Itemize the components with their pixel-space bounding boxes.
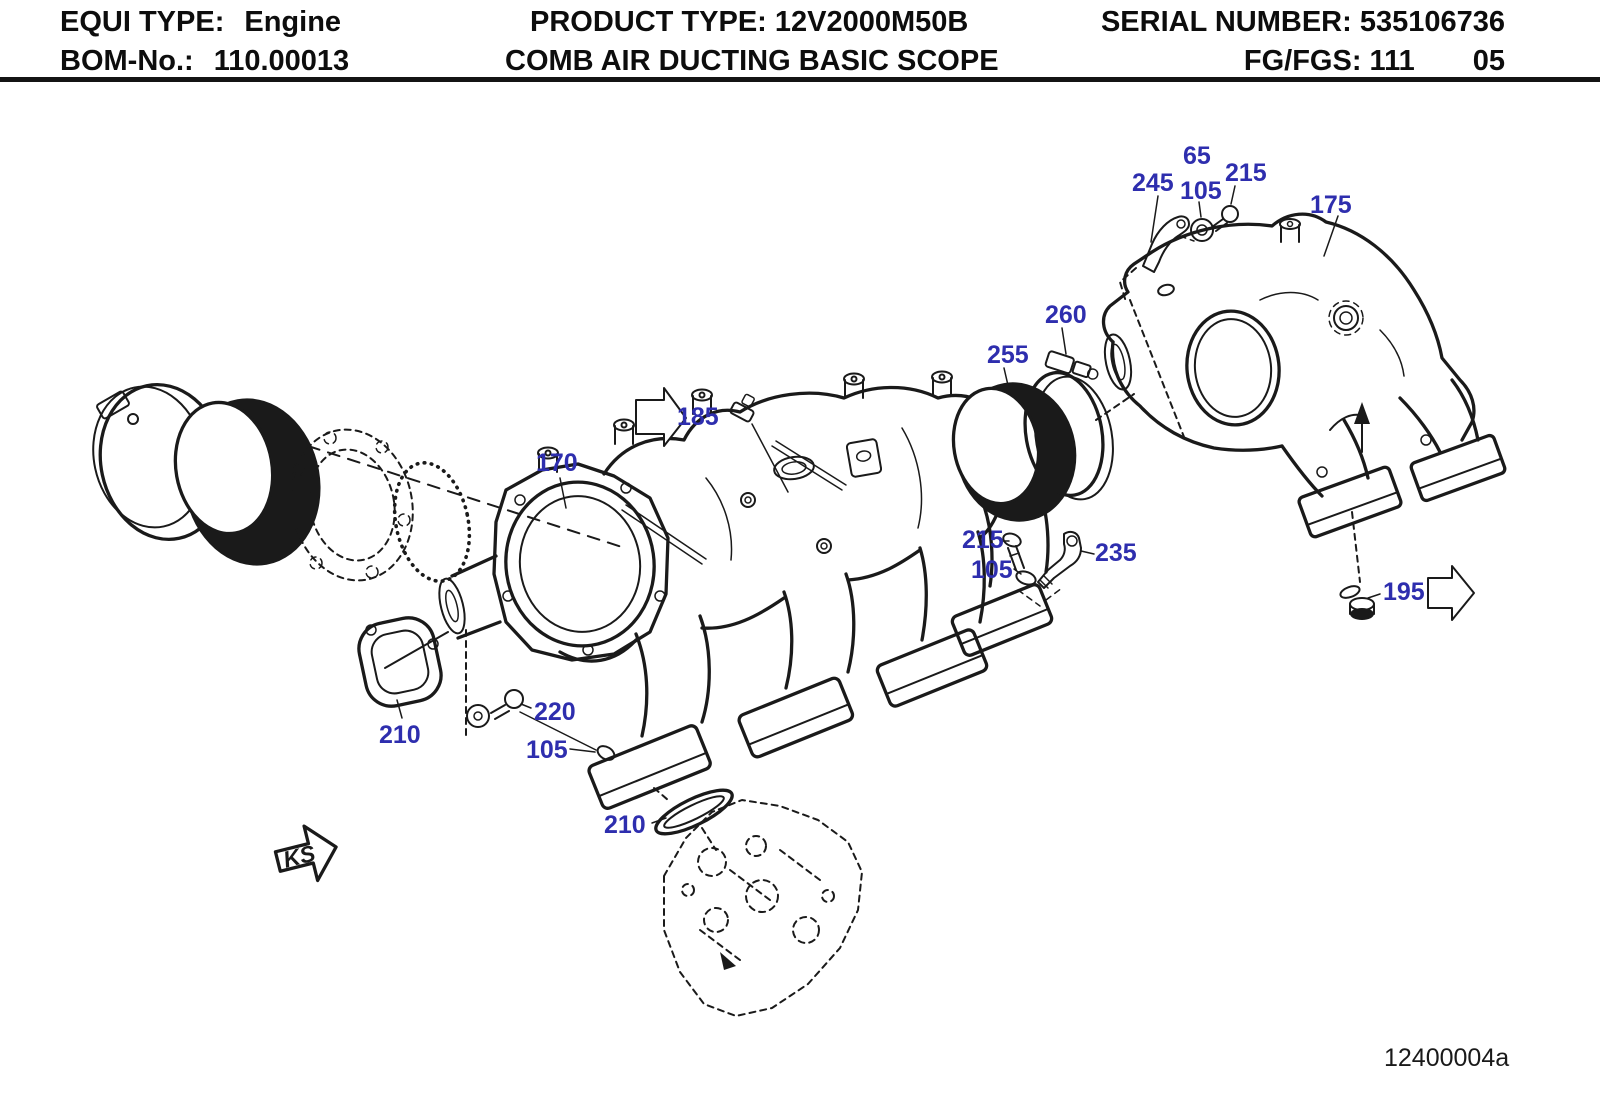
- product-type-row: PRODUCT TYPE: 12V2000M50B: [530, 6, 968, 39]
- bracket-245-hardware: [1119, 185, 1239, 443]
- header-rule: [0, 77, 1600, 82]
- rubber-sleeve-left: [173, 398, 321, 566]
- drawing-code: 12400004a: [1384, 1044, 1510, 1072]
- gasket-210-bottom: [651, 787, 734, 851]
- serial-row: SERIAL NUMBER: 535106736: [1101, 6, 1505, 39]
- bom-row: BOM-No.: 110.00013: [60, 45, 349, 78]
- bracket-235-hardware: [1002, 530, 1095, 607]
- assembly-axis-dashed: [307, 445, 626, 549]
- callout-210-left: 210: [379, 721, 421, 749]
- callout-105-bottom: 105: [526, 736, 568, 764]
- serial-label: SERIAL NUMBER:: [1100, 6, 1352, 38]
- equi-type-row: EQUI TYPE: Engine: [60, 6, 341, 39]
- engine-block-dashed: [663, 799, 863, 1017]
- product-type-value: 12V2000M50B: [774, 6, 969, 38]
- callout-195: 195: [1383, 578, 1425, 606]
- callout-245: 245: [1132, 169, 1174, 197]
- scope-title: COMB AIR DUCTING BASIC SCOPE: [505, 45, 999, 77]
- view-arrow-185: [635, 387, 687, 447]
- leader-170: [559, 477, 567, 509]
- callout-215-top: 215: [1225, 159, 1267, 187]
- plug-195: [1339, 585, 1381, 620]
- intake-manifold-center: [438, 370, 1054, 810]
- view-arrow-195: [1427, 565, 1475, 621]
- callout-255: 255: [987, 341, 1029, 369]
- fg-row: FG/FGS: 111 05: [1244, 45, 1505, 78]
- fg-label: FG/FGS:: [1243, 45, 1362, 77]
- bom-value: 110.00013: [213, 45, 350, 77]
- bolt-220-washer-105: [465, 629, 616, 761]
- rubber-sleeve-255: [951, 367, 1077, 522]
- callout-215-mid: 215: [962, 526, 1004, 554]
- clip-185: [729, 393, 789, 493]
- callout-170: 170: [536, 449, 578, 477]
- product-type-label: PRODUCT TYPE:: [530, 6, 767, 38]
- fg-value: 111: [1369, 45, 1415, 77]
- callout-235: 235: [1095, 539, 1137, 567]
- callout-210-bottom: 210: [604, 811, 646, 839]
- manifold-elbow-175: [1101, 212, 1507, 583]
- sheet-number: 05: [1472, 45, 1505, 77]
- equi-type-value: Engine: [244, 6, 342, 38]
- callout-185: 185: [677, 403, 719, 431]
- bom-label: BOM-No.:: [60, 45, 194, 77]
- callout-65: 65: [1183, 142, 1211, 170]
- callout-220: 220: [534, 698, 576, 726]
- gasket-210-left: [357, 616, 449, 719]
- callout-105-mid: 105: [971, 556, 1013, 584]
- callout-260: 260: [1045, 301, 1087, 329]
- dashed-flange: [290, 428, 414, 582]
- manifold-bosses: [537, 370, 953, 473]
- hose-clamp-260: [1023, 327, 1135, 501]
- ks-arrow: KS: [273, 824, 338, 883]
- o-ring-dotted: [392, 461, 472, 583]
- callout-105-top: 105: [1180, 177, 1222, 205]
- serial-value: 535106736: [1359, 6, 1505, 38]
- callout-175: 175: [1310, 191, 1352, 219]
- equi-type-label: EQUI TYPE:: [60, 6, 225, 38]
